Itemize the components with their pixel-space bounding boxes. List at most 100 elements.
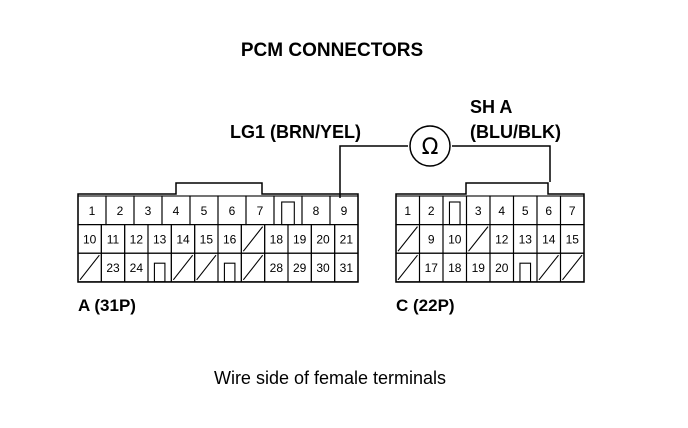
terminal-cell: 1 [77,195,107,226]
terminal-cell: 28 [264,252,289,283]
terminal-outline [442,195,468,226]
terminal-number: 8 [313,204,320,218]
connector-key-notch [448,201,461,226]
terminal-cell: 4 [161,195,191,226]
terminal-cell [273,195,303,226]
terminal-number: 13 [519,232,533,246]
terminal-cell: 15 [194,224,219,254]
terminal-number: 15 [566,232,580,246]
terminal-number: 4 [498,204,505,218]
terminal-number: 2 [117,204,124,218]
terminal-number: 7 [257,204,264,218]
terminal-number: 29 [293,261,307,275]
diagram-title: PCM CONNECTORS [241,40,423,61]
terminal-cell: 4 [489,195,515,226]
terminal-cell: 12 [124,224,149,254]
terminal-number: 10 [448,232,462,246]
terminal-cell: 5 [189,195,219,226]
terminal-cell: 30 [310,252,336,283]
terminal-number: 13 [153,232,167,246]
ohmmeter-wiring: Ω [339,125,551,198]
terminal-cell: 19 [287,224,312,254]
terminal-cell [170,252,196,283]
terminal-cell: 2 [418,195,444,226]
terminal-cell: 17 [418,252,444,283]
terminal-number: 19 [472,261,486,275]
terminal-cell: 9 [418,224,444,254]
terminal-number: 17 [425,261,439,275]
connector-key-notch [281,201,295,226]
terminal-number: 15 [200,232,214,246]
terminal-number: 14 [542,232,556,246]
terminal-cell: 7 [245,195,275,226]
terminal-cell: 10 [442,224,468,254]
terminal-number: 3 [145,204,152,218]
wire-sha-label: SH A [470,97,512,117]
terminal-number: 20 [316,232,330,246]
terminal-number: 6 [229,204,236,218]
terminal-number: 16 [223,232,237,246]
terminal-cell: 31 [334,252,359,283]
connector-a-label: A (31P) [78,296,136,315]
terminal-cell: 16 [217,224,242,254]
empty-terminal-slash [242,254,264,281]
terminal-number: 7 [569,204,576,218]
connector-key-notch [153,262,166,283]
terminal-cell: 14 [170,224,196,254]
terminal-number: 18 [270,232,284,246]
empty-terminal-slash [562,254,583,281]
terminal-number: 18 [448,261,462,275]
terminal-number: 5 [522,204,529,218]
terminal-number: 10 [83,232,97,246]
diagram-caption: Wire side of female terminals [214,368,446,388]
terminal-number: 12 [495,232,509,246]
terminal-number: 31 [340,261,354,275]
terminal-number: 11 [107,232,120,246]
terminal-cell [240,252,266,283]
terminal-outline [559,252,585,283]
terminal-cell: 13 [147,224,172,254]
terminal-outline [273,195,303,226]
terminal-number: 24 [130,261,144,275]
wire-lg1-label: LG1 (BRN/YEL) [230,122,361,142]
terminal-cell: 18 [442,252,468,283]
terminal-cell: 23 [100,252,126,283]
empty-terminal-slash [397,254,418,281]
terminal-number: 23 [106,261,120,275]
empty-terminal-slash [242,226,264,252]
terminal-cell: 3 [465,195,491,226]
terminal-cell: 2 [105,195,135,226]
terminal-outline [334,252,359,283]
terminal-cell [442,195,468,226]
terminal-cell [194,252,219,283]
terminal-cell: 6 [217,195,247,226]
terminal-cell [217,252,242,283]
terminal-number: 1 [89,204,96,218]
terminal-outline [147,252,172,283]
terminal-cell [559,252,585,283]
terminal-cell [395,224,421,254]
terminal-number: 30 [316,261,330,275]
empty-terminal-slash [196,254,217,281]
terminal-cell: 12 [489,224,515,254]
ohmmeter-icon [409,125,451,167]
terminal-cell [512,252,538,283]
terminal-number: 1 [404,204,411,218]
terminal-outline [217,252,242,283]
terminal-cell: 19 [465,252,491,283]
terminal-number: 19 [293,232,307,246]
terminal-cell: 24 [124,252,149,283]
terminal-number: 6 [545,204,552,218]
terminal-number: 14 [176,232,190,246]
terminal-outline [512,252,538,283]
terminal-cell: 5 [512,195,538,226]
terminal-cell: 29 [287,252,312,283]
terminal-cell: 18 [264,224,289,254]
terminal-cell: 13 [512,224,538,254]
connector-key-notch [519,262,532,283]
terminal-cell: 9 [329,195,359,226]
